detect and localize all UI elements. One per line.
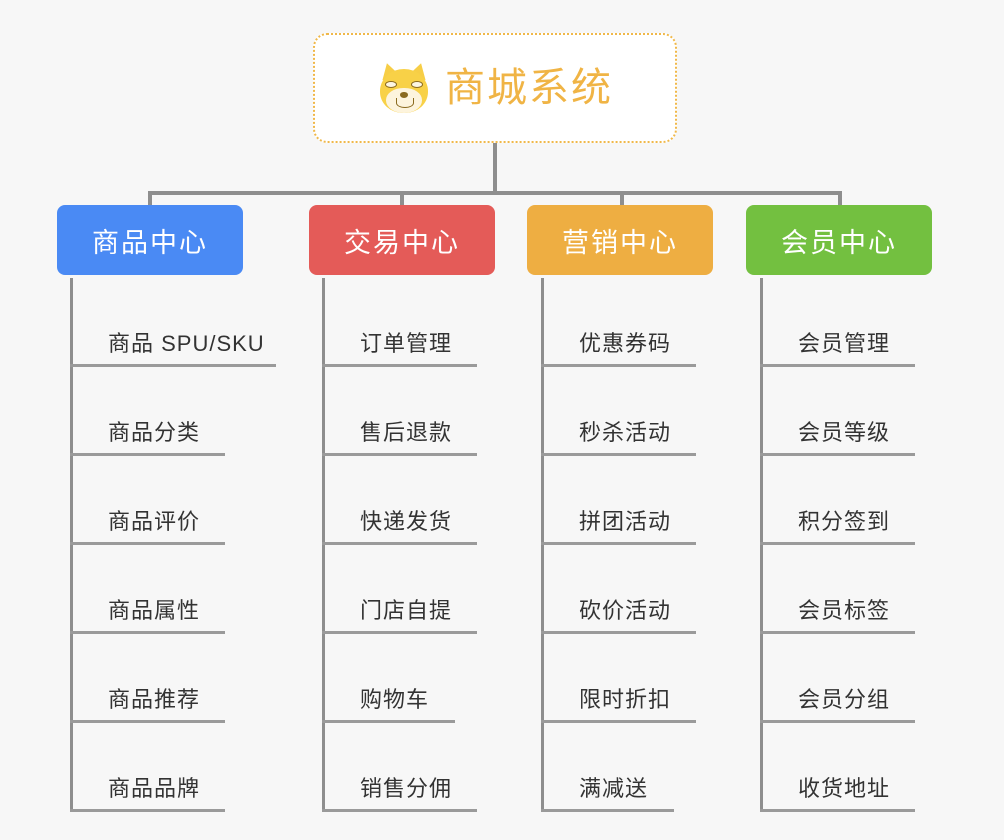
- leaf-label: 拼团活动: [579, 509, 672, 534]
- leaf-underline: [70, 809, 225, 812]
- leaf-underline: [541, 364, 696, 367]
- leaf-label: 售后退款: [360, 420, 453, 445]
- leaf-label: 商品属性: [108, 598, 201, 623]
- connector-horizontal-bar: [148, 191, 842, 195]
- leaf-label: 会员标签: [798, 598, 891, 623]
- column-header-2-label: 交易中心: [344, 227, 460, 258]
- leaf-spine-1: [70, 278, 73, 812]
- leaf-label: 优惠券码: [579, 331, 672, 356]
- leaf-underline: [322, 631, 477, 634]
- leaf-label: 满减送: [579, 776, 649, 801]
- leaf-label: 砍价活动: [579, 598, 672, 623]
- leaf-underline: [760, 720, 915, 723]
- leaf-label: 商品推荐: [108, 687, 201, 712]
- leaf-underline: [760, 453, 915, 456]
- leaf-underline: [541, 809, 674, 812]
- leaf-label: 购物车: [360, 687, 430, 712]
- connector-drop-4: [838, 191, 842, 205]
- leaf-label: 会员管理: [798, 331, 891, 356]
- root-title: 商城系统: [445, 66, 613, 110]
- leaf-underline: [70, 542, 225, 545]
- column-header-3[interactable]: 营销中心: [527, 205, 713, 275]
- leaf-underline: [322, 542, 477, 545]
- leaf-label: 销售分佣: [360, 776, 453, 801]
- column-header-1-label: 商品中心: [92, 227, 208, 258]
- column-header-3-label: 营销中心: [562, 227, 678, 258]
- leaf-label: 会员分组: [798, 687, 891, 712]
- leaf-label: 会员等级: [798, 420, 891, 445]
- column-header-1[interactable]: 商品中心: [57, 205, 243, 275]
- leaf-underline: [322, 453, 477, 456]
- leaf-label: 快递发货: [360, 509, 453, 534]
- leaf-label: 秒杀活动: [579, 420, 672, 445]
- leaf-label: 商品 SPU/SKU: [108, 331, 265, 356]
- leaf-underline: [760, 364, 915, 367]
- leaf-underline: [541, 631, 696, 634]
- connector-drop-2: [400, 191, 404, 205]
- leaf-underline: [760, 809, 915, 812]
- leaf-underline: [322, 364, 477, 367]
- column-header-4-label: 会员中心: [781, 227, 897, 258]
- column-header-2[interactable]: 交易中心: [309, 205, 495, 275]
- leaf-label: 门店自提: [360, 598, 453, 623]
- root-node[interactable]: 商城系统: [313, 33, 677, 143]
- leaf-underline: [70, 364, 276, 367]
- leaf-label: 收货地址: [798, 776, 891, 801]
- leaf-underline: [541, 542, 696, 545]
- leaf-underline: [322, 809, 477, 812]
- leaf-underline: [541, 720, 696, 723]
- connector-drop-1: [148, 191, 152, 205]
- leaf-underline: [760, 542, 915, 545]
- dog-face-icon: [377, 60, 431, 115]
- leaf-label: 积分签到: [798, 509, 891, 534]
- leaf-spine-2: [322, 278, 325, 812]
- leaf-underline: [70, 720, 225, 723]
- leaf-label: 商品品牌: [108, 776, 201, 801]
- column-header-4[interactable]: 会员中心: [746, 205, 932, 275]
- leaf-label: 限时折扣: [579, 687, 672, 712]
- connector-drop-3: [620, 191, 624, 205]
- leaf-underline: [322, 720, 455, 723]
- leaf-spine-3: [541, 278, 544, 812]
- connector-root-stub: [493, 143, 497, 193]
- leaf-underline: [70, 453, 225, 456]
- leaf-spine-4: [760, 278, 763, 812]
- leaf-underline: [70, 631, 225, 634]
- leaf-underline: [760, 631, 915, 634]
- leaf-label: 商品分类: [108, 420, 201, 445]
- leaf-label: 订单管理: [360, 331, 453, 356]
- leaf-label: 商品评价: [108, 509, 201, 534]
- leaf-underline: [541, 453, 696, 456]
